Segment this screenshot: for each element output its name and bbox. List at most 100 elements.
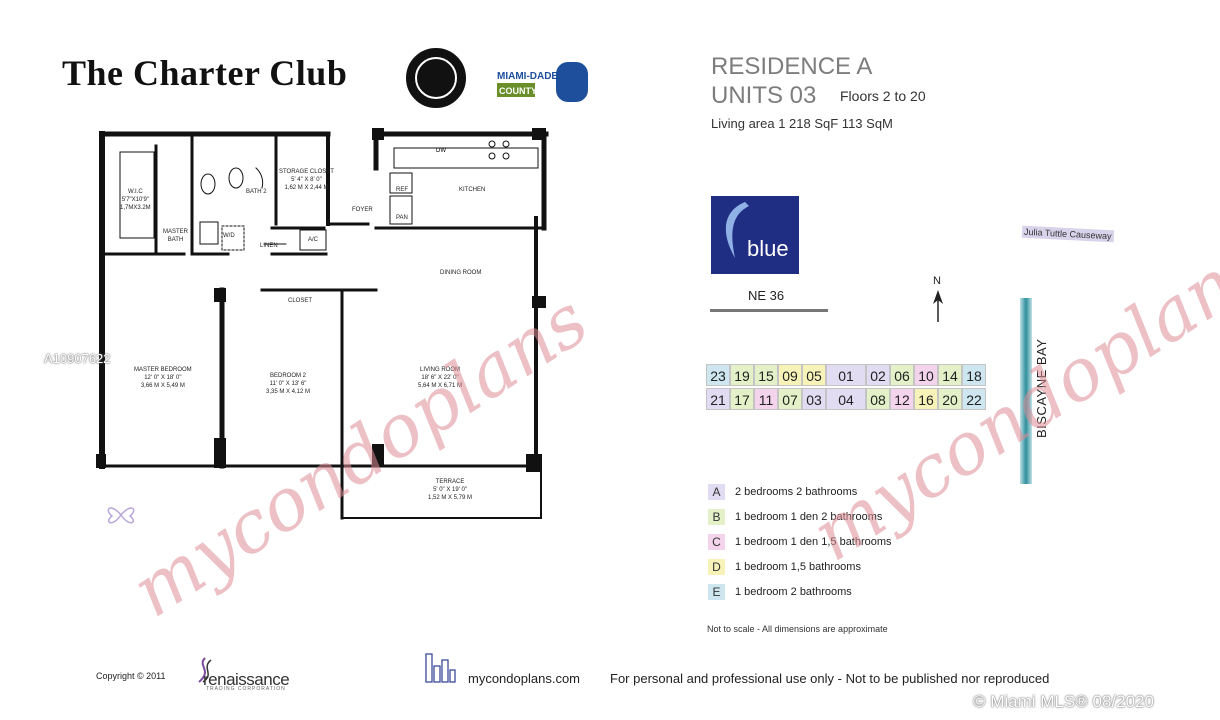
legend-label: 1 bedroom 2 bathrooms (735, 586, 852, 598)
master-bath-label: MASTER BATH (163, 229, 189, 243)
north-label: N (933, 275, 941, 287)
unit-number: 21 (710, 392, 726, 408)
legend-label: 1 bedroom 1 den 2 bathrooms (735, 511, 883, 523)
unit-cell: 05 (802, 364, 826, 386)
dw-label: DW (436, 148, 446, 154)
unit-number: 15 (758, 368, 774, 384)
bedroom2-label: BEDROOM 2 11' 0" X 13' 6" 3,35 M X 4,12 … (266, 373, 311, 395)
miami-dade-logo: MIAMI-DADE COUNTY (497, 62, 588, 102)
foyer-label: FOYER (352, 207, 373, 213)
unit-number: 02 (870, 368, 886, 384)
unit-cell: 03 (802, 388, 826, 410)
biscayne-bay-water (1020, 298, 1032, 484)
unit-cell: 23 (706, 364, 730, 386)
renaissance-logo-text: renaissance (203, 670, 290, 689)
mycondoplans-logo-icon (425, 653, 456, 683)
unit-cell: 12 (890, 388, 914, 410)
unit-cell: 18 (962, 364, 986, 386)
living-area: Living area 1 218 SqF 113 SqM (711, 116, 893, 131)
legend-swatch: D (708, 559, 725, 575)
renaissance-logo-subtext: TRADING CORPORATION (206, 686, 286, 692)
unit-cell: 01 (826, 364, 866, 386)
residence-title: RESIDENCE A (711, 53, 873, 80)
blue-logo-text: blue (747, 236, 789, 261)
unit-cell: 15 (754, 364, 778, 386)
site-url[interactable]: mycondoplans.com (468, 671, 580, 686)
living-room-label: LIVING ROOM 18' 6" X 22' 0" 5,64 M X 6,7… (418, 367, 463, 389)
unit-cell: 09 (778, 364, 802, 386)
blue-building-logo: blue (711, 196, 799, 274)
unit-cell: 04 (826, 388, 866, 410)
legend-item: E 1 bedroom 2 bathrooms (708, 584, 852, 600)
legend-item: D 1 bedroom 1,5 bathrooms (708, 559, 861, 575)
wd-label: W/D (223, 233, 235, 239)
storage-closet-label: STORAGE CLOSET 5' 4" X 8' 0" 1,62 M X 2,… (279, 169, 334, 191)
pan-label: PAN (396, 215, 408, 221)
ref-label: REF (396, 187, 408, 193)
unit-number: 14 (942, 368, 958, 384)
unit-number: 05 (806, 368, 822, 384)
bath2-label: BATH 2 (246, 189, 267, 195)
unit-cell: 22 (962, 388, 986, 410)
dining-room-label: DINING ROOM (440, 270, 482, 276)
legend-item: C 1 bedroom 1 den 1,5 bathrooms (708, 534, 892, 550)
kitchen-label: KITCHEN (459, 187, 486, 193)
street-label: NE 36 (748, 288, 785, 303)
unit-number: 04 (838, 392, 854, 408)
legend-item: B 1 bedroom 1 den 2 bathrooms (708, 509, 882, 525)
unit-number: 01 (838, 368, 854, 384)
unit-cell: 06 (890, 364, 914, 386)
residence-units: UNITS 03 (711, 82, 817, 109)
mls-copyright: © Miami MLS® 08/2020 (973, 692, 1154, 711)
legend-swatch: B (708, 509, 725, 525)
legend-label: 1 bedroom 1 den 1,5 bathrooms (735, 536, 892, 548)
unit-cell: 20 (938, 388, 962, 410)
residence-floors: Floors 2 to 20 (840, 88, 926, 104)
unit-number: 19 (734, 368, 750, 384)
closet-label: CLOSET (288, 298, 313, 304)
north-arrow-icon (933, 290, 943, 322)
camera-icon (5, 347, 28, 365)
legend-swatch: A (708, 484, 725, 500)
legend-swatch: E (708, 584, 725, 600)
master-bedroom-label: MASTER BEDROOM 12' 0" X 18' 0" 3,66 M X … (134, 367, 192, 389)
scale-note: Not to scale - All dimensions are approx… (707, 624, 888, 634)
unit-number: 18 (966, 368, 982, 384)
street-line (710, 309, 828, 312)
unit-cell: 19 (730, 364, 754, 386)
renaissance-logo-icon (198, 657, 212, 683)
butterfly-icon (107, 507, 135, 524)
wic-label: W.I.C 5'7"X10'9" 1,7MX3.2M (120, 189, 151, 211)
building-title: The Charter Club (62, 53, 348, 93)
unit-number: 12 (894, 392, 910, 408)
unit-cell: 17 (730, 388, 754, 410)
ac-label: A/C (308, 237, 319, 243)
causeway-label: Julia Tuttle Causeway (1021, 225, 1114, 243)
unit-cell: 14 (938, 364, 962, 386)
unit-number: 20 (942, 392, 958, 408)
city-of-miami-seal (406, 48, 466, 108)
unit-number: 23 (710, 368, 726, 384)
terrace-label: TERRACE 5' 0" X 19' 0" 1,52 M X 5,79 M (428, 479, 473, 501)
unit-number: 08 (870, 392, 886, 408)
unit-cell: 21 (706, 388, 730, 410)
legend-label: 2 bedrooms 2 bathrooms (735, 486, 858, 498)
unit-cell: 07 (778, 388, 802, 410)
unit-cell: 02 (866, 364, 890, 386)
unit-number: 10 (918, 368, 934, 384)
unit-cell: 11 (754, 388, 778, 410)
unit-number: 09 (782, 368, 798, 384)
legend-item: A 2 bedrooms 2 bathrooms (708, 484, 857, 500)
copyright: Copyright © 2011 (96, 671, 166, 681)
unit-number: 03 (806, 392, 822, 408)
legend-label: 1 bedroom 1,5 bathrooms (735, 561, 861, 573)
legend-swatch: C (708, 534, 725, 550)
unit-number: 17 (734, 392, 750, 408)
county-logo-top-text: MIAMI-DADE (497, 71, 558, 82)
linen-label: LINEN (260, 243, 278, 249)
unit-number: 11 (758, 392, 774, 408)
unit-cell: 16 (914, 388, 938, 410)
